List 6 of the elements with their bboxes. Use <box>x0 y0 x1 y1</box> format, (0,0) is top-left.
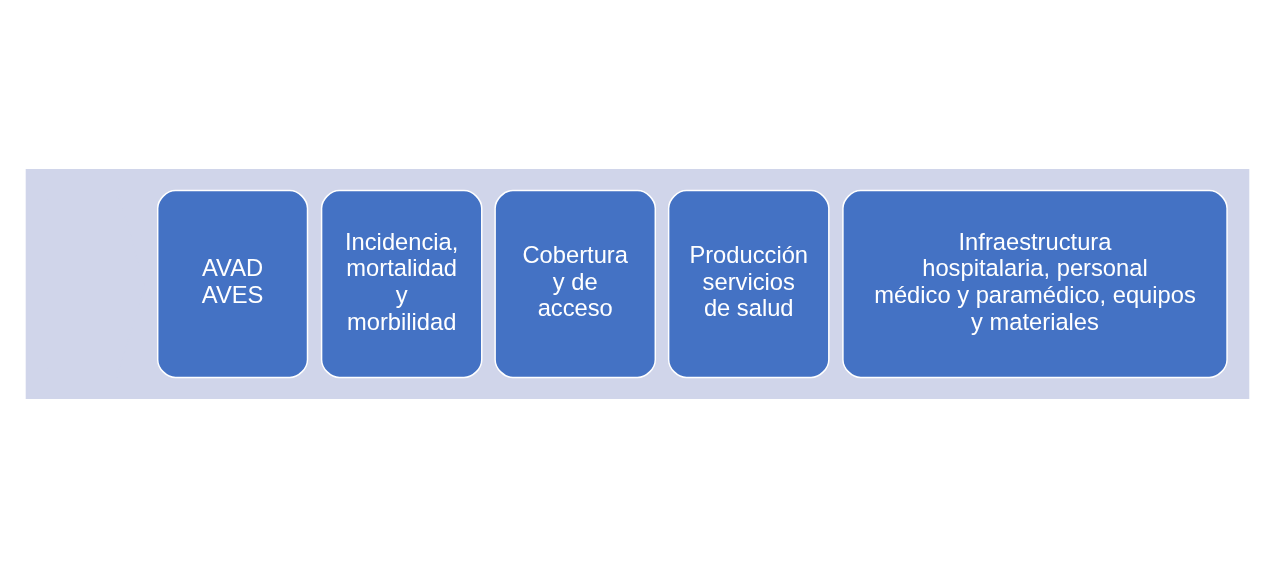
node-box: AVAD AVES <box>156 189 309 379</box>
node-box: Producción servicios de salud <box>667 189 830 379</box>
cluster <box>25 169 1250 399</box>
node-box: Infraestructura hospitalaria, personal médico y paramédico, equipos y materiales <box>842 189 1228 379</box>
node-box: Incidencia, mortalidad y morbilidad <box>320 189 483 379</box>
node-box: Cobertura y de acceso <box>494 189 657 379</box>
